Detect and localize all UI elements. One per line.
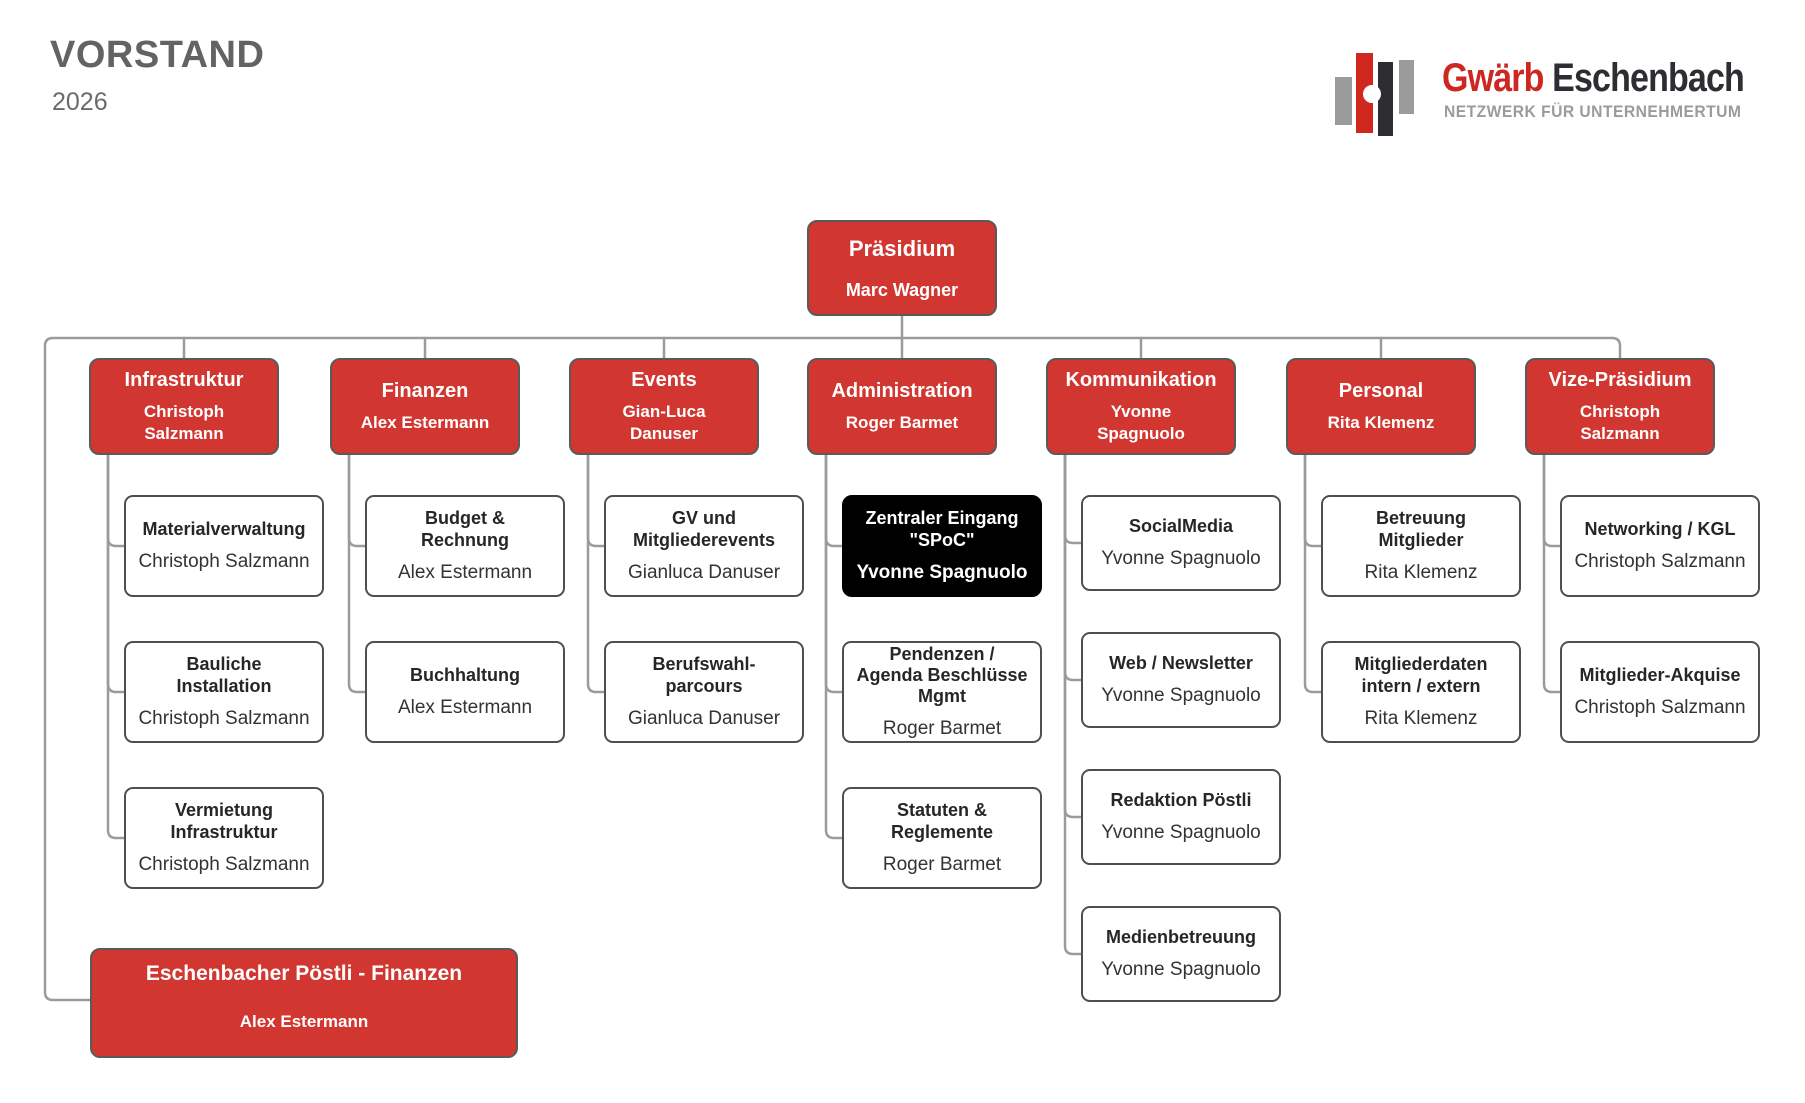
node-person: Roger Barmet [845, 412, 959, 432]
node-person: Alex Estermann [239, 1012, 369, 1031]
node-title: Personal [1338, 379, 1424, 402]
node-person: Alex Estermann [360, 412, 490, 432]
node-person: Gianluca Danuser [627, 707, 781, 729]
node-person: Yvonne Spagnuolo [1101, 822, 1261, 844]
node-title: SocialMedia [1128, 515, 1234, 536]
node-person: Gianluca Danuser [627, 561, 781, 583]
node-person: Christoph Salzmann [138, 853, 310, 875]
brand-name-dark: Eschenbach [1552, 56, 1745, 100]
page-subtitle-year: 2026 [52, 88, 108, 116]
brand-name-red: Gwärb [1442, 56, 1544, 100]
node-title: Networking / KGL [1584, 518, 1736, 539]
node-eschenbacher-poestli-finanzen: Eschenbacher Pöstli - Finanzen Alex Este… [90, 948, 518, 1058]
node-person: Christoph Salzmann [143, 402, 225, 443]
node-person: Christoph Salzmann [1579, 402, 1661, 443]
node-person: Alex Estermann [397, 561, 533, 583]
page-title: VORSTAND [50, 34, 265, 76]
node-praesidium: Präsidium Marc Wagner [807, 220, 997, 316]
node-title: Vize-Präsidium [1548, 369, 1692, 392]
node-title: Infrastruktur [124, 369, 244, 392]
node-person: Yvonne Spagnuolo [856, 561, 1028, 583]
node-person: Gian-Luca Danuser [622, 402, 706, 443]
node-title: Bauliche Installation [176, 654, 272, 696]
node-person: Christoph Salzmann [1574, 551, 1746, 573]
node-person: Rita Klemenz [1364, 707, 1478, 729]
node-title: Redaktion Pöstli [1110, 789, 1252, 810]
node-title: Administration [831, 379, 973, 402]
node-title: Web / Newsletter [1109, 652, 1253, 673]
node-title: Buchhaltung [410, 664, 520, 685]
node-title: Mitgliederdaten intern / extern [1354, 654, 1488, 696]
node-person: Christoph Salzmann [1574, 697, 1746, 719]
node-title: Zentraler Eingang "SPoC" [865, 508, 1019, 550]
node-title: Budget & Rechnung [421, 508, 509, 550]
node-title: Materialverwaltung [142, 518, 306, 539]
node-title: Pendenzen / Agenda Beschlüsse Mgmt [856, 643, 1028, 707]
node-person: Yvonne Spagnuolo [1101, 959, 1261, 981]
node-title: Finanzen [381, 379, 469, 402]
brand-tagline: NETZWERK FÜR UNTERNEHMERTUM [1444, 102, 1742, 121]
node-title: Berufswahl- parcours [652, 654, 756, 696]
node-title: Präsidium [848, 235, 956, 261]
node-title: Kommunikation [1065, 369, 1217, 392]
node-person: Yvonne Spagnuolo [1101, 548, 1261, 570]
node-person: Yvonne Spagnuolo [1101, 685, 1261, 707]
node-title: Betreuung Mitglieder [1376, 508, 1466, 550]
node-title: Mitglieder-Akquise [1579, 664, 1741, 685]
brand-wordmark: Gwärb Eschenbach [1442, 56, 1745, 100]
node-person: Christoph Salzmann [138, 551, 310, 573]
node-person: Rita Klemenz [1327, 412, 1435, 432]
child-node-networking-kgl: Networking / KGL Christoph Salzmann [1560, 495, 1760, 597]
node-person: Marc Wagner [845, 279, 959, 300]
node-person: Christoph Salzmann [138, 707, 310, 729]
node-person: Alex Estermann [397, 697, 533, 719]
node-title: GV und Mitgliederevents [632, 508, 776, 550]
node-person: Roger Barmet [882, 853, 1002, 875]
logo-dot [1363, 85, 1381, 103]
node-title: Events [631, 369, 697, 392]
node-person: Rita Klemenz [1364, 561, 1478, 583]
node-title: Medienbetreuung [1105, 926, 1256, 947]
node-person: Roger Barmet [882, 718, 1002, 740]
child-node-zentraler-eingang-spoc: Zentraler Eingang "SPoC" Yvonne Spagnuolo [842, 495, 1042, 597]
node-title: Statuten & Reglemente [890, 800, 994, 842]
node-person: Yvonne Spagnuolo [1097, 402, 1185, 443]
node-title: Vermietung Infrastruktur [170, 800, 278, 842]
node-title: Eschenbacher Pöstli - Finanzen [145, 962, 463, 985]
